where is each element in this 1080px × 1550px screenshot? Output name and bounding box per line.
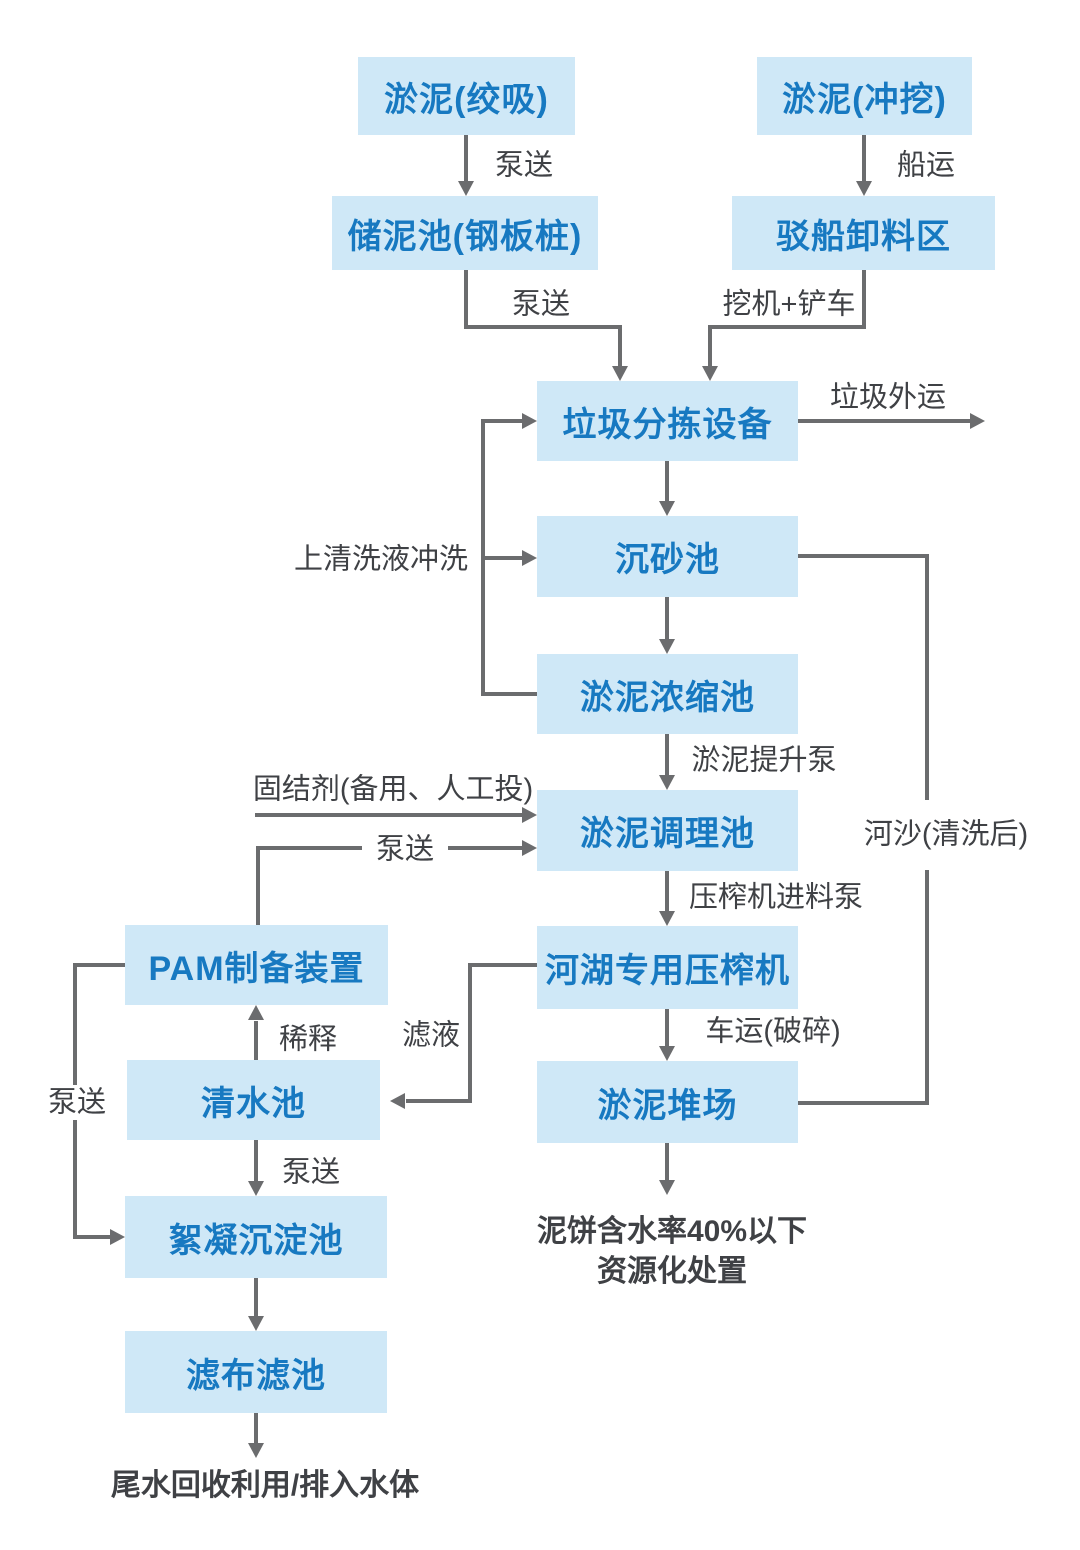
edge-press-filtrate-to-clearwater-line [406,963,537,1103]
edge-press-to-yard-arrowhead-icon [659,1046,675,1061]
edge-storage-to-sorting-arrowhead-icon [612,366,628,381]
edge-barge-to-sorting-line [708,270,866,367]
node-garbage-sorting-equipment: 垃圾分拣设备 [537,381,798,461]
node-sludge-thickening-tank: 淤泥浓缩池 [537,654,798,734]
edge-label-pump-top-left: 泵送 [492,149,556,183]
node-clear-water-tank: 清水池 [127,1060,380,1140]
edge-yard-to-mudcake-arrowhead-icon [659,1180,675,1195]
node-barge-unloading-area: 驳船卸料区 [732,196,995,270]
node-mud-storage-tank: 储泥池(钢板桩) [332,196,598,270]
edge-label-pump-pam-left: 泵送 [45,1086,109,1120]
edge-label-supernatant-wash: 上清洗液冲洗 [291,543,471,577]
edge-storage-to-sorting-line [464,270,622,367]
edge-label-pump-pam: 泵送 [373,833,437,867]
edge-clearwater-dilution-to-pam-arrowhead-icon [248,1005,264,1020]
edge-label-pump-clear-water: 泵送 [279,1156,343,1190]
node-pam-preparation-device: PAM制备装置 [125,925,388,1005]
edge-solidifier-into-conditioning-arrowhead-icon [522,807,537,823]
node-grit-chamber: 沉砂池 [537,516,798,597]
edge-grit-sand-to-yard-line-upper [798,554,929,800]
edge-label-press-feed-pump: 压榨机进料泵 [686,881,866,915]
edge-pam-left-to-flocculation-arrowhead-icon [110,1229,125,1245]
edge-label-garbage-out: 垃圾外运 [827,381,949,415]
terminal-mud-cake-line1: 泥饼含水率40%以下 [536,1215,808,1248]
edge-label-solidifier: 固结剂(备用、人工投) [250,773,536,807]
edge-suction-to-storage-arrowhead-icon [458,181,474,196]
node-cloth-filter-tank: 滤布滤池 [125,1331,387,1413]
edge-wash-into-grit-arrowhead-icon [522,550,537,566]
edge-pam-pump-into-conditioning-line [256,846,362,925]
edge-clearwater-to-flocculation-arrowhead-icon [248,1181,264,1196]
edge-thickening-to-conditioning-arrowhead-icon [659,775,675,790]
edge-label-filtrate: 滤液 [399,1019,463,1053]
node-sludge-yard: 淤泥堆场 [537,1061,798,1143]
edge-grit-sand-to-yard-line-lower [798,870,929,1105]
node-dredge-suction: 淤泥(绞吸) [358,57,575,135]
edge-pam-pump-into-conditioning-arrowhead-icon [522,840,537,856]
terminal-tail-water: 尾水回收利用/排入水体 [110,1469,420,1502]
edge-grit-to-thickening-arrowhead-icon [659,639,675,654]
edge-flocculation-to-clothfilter-arrowhead-icon [248,1316,264,1331]
edge-label-dilution: 稀释 [276,1023,340,1057]
edge-thickening-feedback-arrowhead-icon [522,413,537,429]
edge-sorting-to-garbage-out-arrowhead-icon [970,413,985,429]
edge-label-ship-transport: 船运 [894,149,958,183]
edge-press-filtrate-to-clearwater-arrowhead-icon [390,1093,405,1109]
node-flocculation-sedimentation-tank: 絮凝沉淀池 [125,1196,387,1278]
node-river-lake-filter-press: 河湖专用压榨机 [537,926,798,1009]
edge-pam-left-to-flocculation-line-lower [73,1120,111,1239]
terminal-mud-cake: 泥饼含水率40%以下 资源化处置 [537,1212,807,1292]
edge-pam-left-to-flocculation-line-upper [73,963,125,1085]
edge-sorting-to-grit-arrowhead-icon [659,501,675,516]
edge-conditioning-to-press-arrowhead-icon [659,911,675,926]
terminal-mud-cake-line2: 资源化处置 [596,1255,747,1288]
edge-label-sludge-lift-pump: 淤泥提升泵 [689,744,839,778]
edge-label-truck-crushed: 车运(破碎) [703,1015,843,1049]
edge-label-river-sand: 河沙(清洗后) [861,818,1031,852]
edge-label-pump-storage: 泵送 [509,288,573,322]
node-sludge-conditioning-tank: 淤泥调理池 [537,790,798,871]
node-dredge-flush: 淤泥(冲挖) [757,57,972,135]
edge-label-excavator-loader: 挖机+铲车 [720,288,858,322]
edge-barge-to-sorting-arrowhead-icon [702,366,718,381]
edge-flush-to-barge-arrowhead-icon [856,181,872,196]
edge-clothfilter-to-tailwater-arrowhead-icon [248,1443,264,1458]
